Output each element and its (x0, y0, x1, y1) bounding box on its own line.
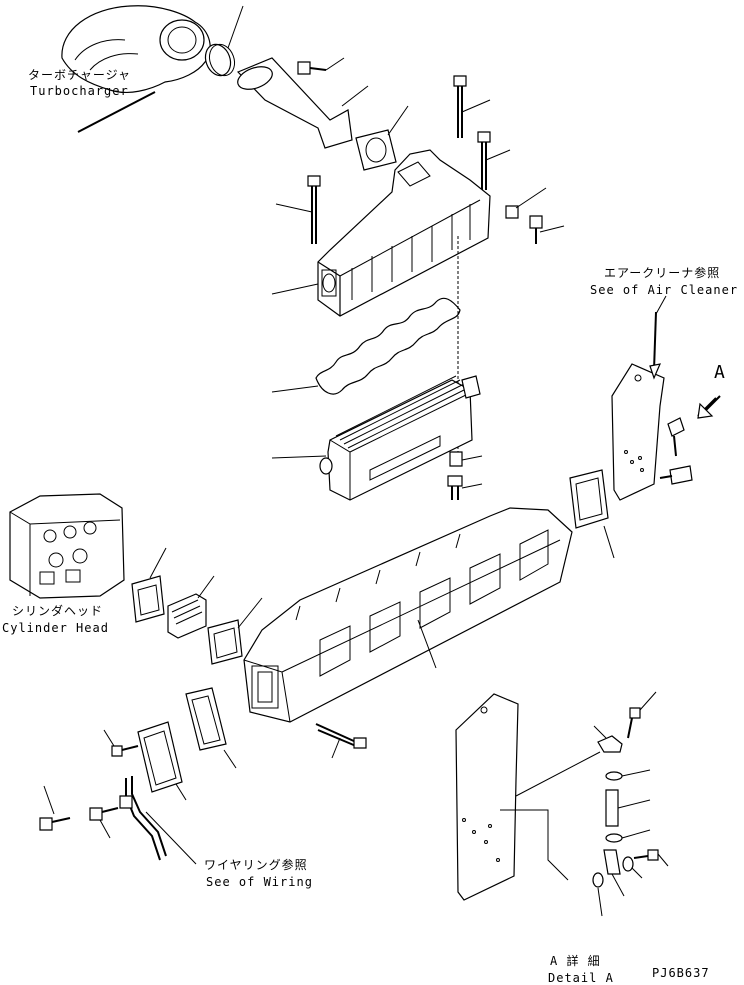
exhaust-pipe-drawing (235, 58, 368, 148)
short-bolts-right (506, 188, 564, 244)
air-cleaner-label-jp: エアークリーナ参照 (604, 266, 721, 280)
bracket-sensor-drawing (660, 418, 692, 484)
cover-plate-drawing (138, 722, 186, 800)
long-bolt-2 (478, 132, 510, 190)
turbocharger-drawing (62, 6, 210, 132)
bolt-small-drawing (298, 58, 344, 74)
head-gasket-2 (208, 598, 262, 664)
turbocharger-label-en: Turbocharger (30, 84, 129, 98)
gasket-ring-drawing (201, 6, 243, 79)
intake-manifold-drawing (244, 508, 572, 722)
left-bolts-drawing (40, 730, 138, 838)
air-cleaner-leader (656, 296, 666, 314)
bracket-plate-drawing (612, 312, 664, 500)
long-bolt-1 (454, 76, 490, 138)
long-bolt-3 (276, 176, 320, 244)
wiring-tube-drawing (120, 776, 196, 864)
drawing-code: PJ6B637 (652, 966, 710, 980)
turbocharger-label-jp: ターボチャージャ (28, 68, 132, 82)
detail-a-label-jp: A 詳 細 (550, 954, 601, 968)
wiring-label-en: See of Wiring (206, 875, 313, 889)
manifold-bolt-drawing (316, 724, 366, 758)
wiring-label-jp: ワイヤリング参照 (204, 858, 308, 872)
exhaust-manifold-drawing (272, 150, 490, 316)
cylinder-head-drawing (10, 494, 124, 598)
head-gasket-1 (132, 548, 166, 622)
front-gasket-drawing (186, 688, 236, 768)
cylinder-head-label-en: Cylinder Head (2, 621, 109, 635)
detail-a-drawing (456, 694, 600, 900)
detail-a-label-en: Detail A (548, 971, 614, 985)
manifold-gasket-drawing (272, 298, 460, 394)
air-cleaner-label-en: See of Air Cleaner (590, 283, 739, 297)
nut-and-bolt-drawing (448, 452, 482, 500)
head-module-drawing (168, 576, 214, 638)
rear-gasket-drawing (570, 470, 614, 558)
view-label-a: A (714, 362, 726, 383)
cylinder-head-label-jp: シリンダヘッド (12, 604, 104, 618)
flange-gasket-drawing (356, 106, 408, 170)
view-arrow-a (698, 396, 720, 418)
aftercooler-drawing (272, 376, 480, 500)
detail-a-parts (593, 692, 668, 916)
